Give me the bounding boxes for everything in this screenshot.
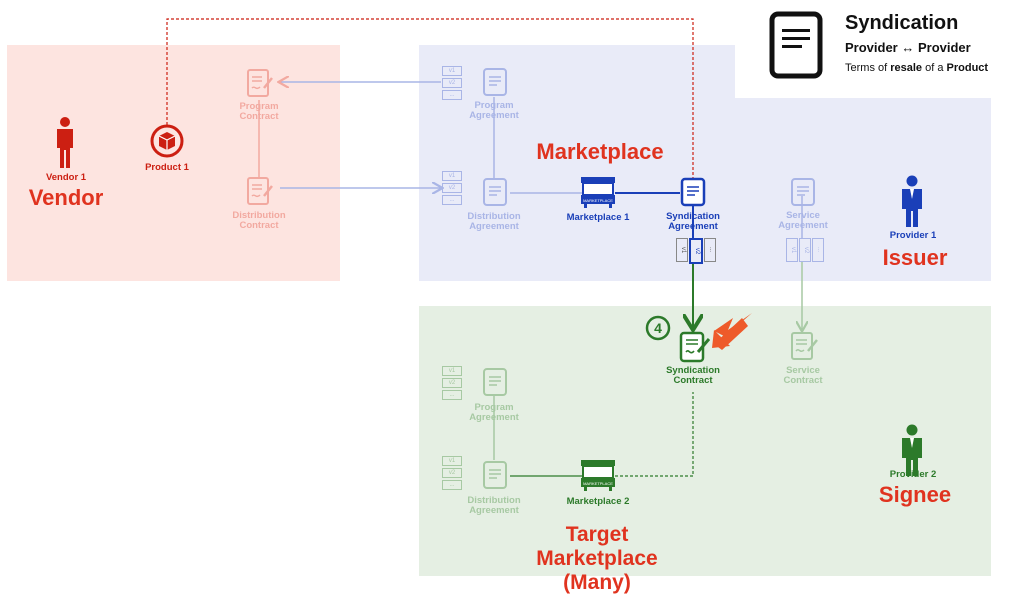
program-agreement-icon <box>483 68 507 96</box>
provider1-person-icon <box>902 175 922 227</box>
legend-subtitle: Provider ↔ Provider <box>845 40 971 55</box>
distribution-contract-label: Distribution Contract <box>232 210 286 231</box>
marketplace1-store-icon: MARKETPLACE <box>581 177 615 208</box>
issuer-role: Issuer <box>882 245 948 270</box>
legend-title: Syndication <box>845 12 959 34</box>
target-distribution-agreement-label: Distribution Agreement <box>467 495 521 516</box>
marketplace1-label: Marketplace 1 <box>566 212 630 223</box>
marketplace2-label: Marketplace 2 <box>566 496 630 507</box>
program-agreement-label: Program Agreement <box>469 100 519 121</box>
service-contract-icon <box>791 332 818 360</box>
step-number-badge: 4 <box>645 315 671 341</box>
provider1-label: Provider 1 <box>889 230 937 241</box>
distribution-agreement-icon <box>483 178 507 206</box>
syndication-agreement-label: Syndication Agreement <box>666 211 720 232</box>
service-agreement-icon <box>791 178 815 206</box>
service-contract-label: Service Contract <box>783 365 823 386</box>
target-marketplace-title: Target Marketplace (Many) <box>536 523 658 594</box>
target-region <box>419 306 991 576</box>
distribution-contract-icon <box>247 177 273 205</box>
legend-description: Terms of resale of a Product <box>845 62 989 74</box>
syndication-agreement-icon <box>680 177 706 207</box>
program-contract-label: Program Contract <box>239 101 279 122</box>
marketplace-title: Marketplace <box>536 139 664 164</box>
vendor-person-icon <box>57 117 73 168</box>
target-distribution-versions: v1 v2 ... <box>442 456 462 490</box>
signee-role: Signee <box>878 482 952 507</box>
product-label: Product 1 <box>145 162 189 173</box>
target-program-versions: v1 v2 ... <box>442 366 462 400</box>
marketplace2-store-icon: MARKETPLACE <box>581 460 615 491</box>
program-contract-icon <box>247 69 273 97</box>
svg-text:MARKETPLACE: MARKETPLACE <box>583 198 613 203</box>
service-agreement-label: Service Agreement <box>778 210 828 231</box>
vendor-role: Vendor <box>28 185 104 210</box>
product-syndication-link <box>166 18 694 178</box>
syndication-contract-icon <box>679 331 711 363</box>
document-icon <box>769 11 823 79</box>
distribution-agreement-label: Distribution Agreement <box>467 211 521 232</box>
program-agreement-versions: v1 v2 ... <box>442 66 462 100</box>
syndication-agreement-versions: v1 v2 ... <box>676 238 716 264</box>
target-program-agreement-icon <box>483 368 507 396</box>
product-icon <box>150 124 184 158</box>
target-program-agreement-label: Program Agreement <box>469 402 519 423</box>
target-distribution-agreement-icon <box>483 461 507 489</box>
marketplace2-syndication-link <box>615 392 694 477</box>
provider2-label: Provider 2 <box>889 469 937 480</box>
provider2-person-icon <box>902 424 922 476</box>
syndication-contract-label: Syndication Contract <box>666 365 720 386</box>
svg-text:MARKETPLACE: MARKETPLACE <box>583 481 613 486</box>
svg-text:4: 4 <box>654 320 662 336</box>
distribution-agreement-versions: v1 v2 ... <box>442 171 462 205</box>
vendor-person-label: Vendor 1 <box>45 172 87 183</box>
service-agreement-versions: v1 v2 ... <box>786 238 824 262</box>
